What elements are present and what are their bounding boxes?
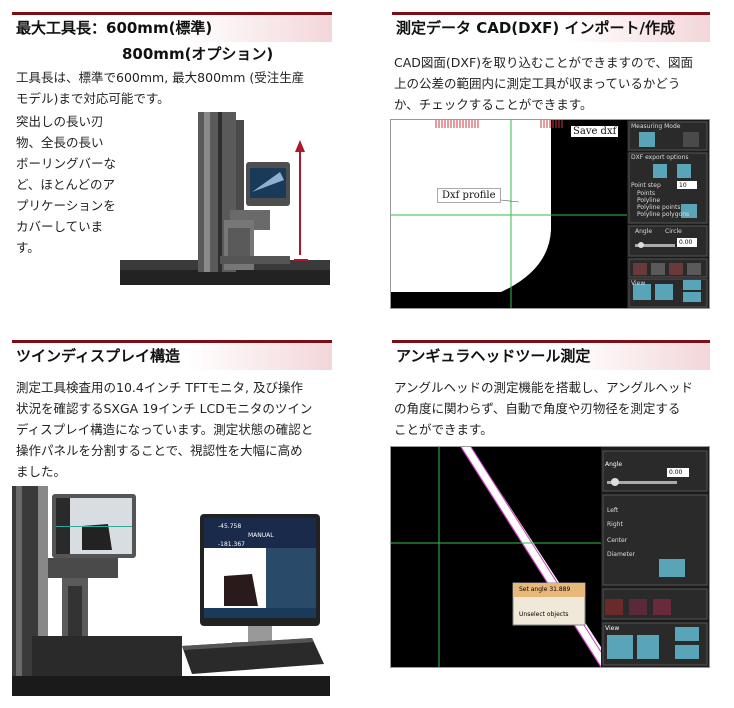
menu-left[interactable]: Left bbox=[607, 507, 619, 514]
angle-label: Angle bbox=[605, 461, 623, 468]
body-line: CAD図面(DXF)を取り込むことができますので、図面 bbox=[394, 55, 694, 70]
body-line: ど、ほとんどのア bbox=[16, 177, 116, 192]
section-body-narrow: 突出しの長い刃 物、全長の長い ボーリングバーな ど、ほとんどのア プリケーショ… bbox=[16, 111, 126, 258]
body-line: か、チェックすることができます。 bbox=[394, 97, 593, 112]
section-title: アンギュラヘッドツール測定 bbox=[396, 347, 591, 365]
body-line: 操作パネルを分割することで、視認性を大幅に高め bbox=[16, 443, 303, 458]
section-title: 最大工具長：600mm(標準) bbox=[16, 19, 213, 37]
circle-tab[interactable]: Circle bbox=[665, 228, 682, 235]
body-line: アングルヘッドの測定機能を搭載し、アングルヘッド bbox=[394, 380, 694, 395]
angle-tab[interactable]: Angle bbox=[635, 228, 653, 235]
body-line: ました。 bbox=[16, 464, 67, 479]
save-dxf-label: Save dxf bbox=[571, 126, 619, 137]
dxf-screenshot: Save dxf Dxf profile Measuring Mode DXF … bbox=[390, 119, 710, 309]
section-header: ツインディスプレイ構造 bbox=[12, 340, 332, 370]
z-value: -181.367 bbox=[218, 541, 245, 548]
set-angle-item[interactable]: Set angle 31.889 bbox=[519, 586, 571, 593]
menu-right[interactable]: Right bbox=[607, 521, 623, 528]
twin-display-photo: -45.758 MANUAL -181.367 bbox=[12, 486, 330, 696]
body-line: の角度に関わらず、自動で角度や刃物径を測定する bbox=[394, 401, 681, 416]
section-body: CAD図面(DXF)を取り込むことができますので、図面 上の公差の範囲内に測定工… bbox=[394, 52, 714, 115]
body-line: ディスプレイ構造になっています。測定状態の確認と bbox=[16, 422, 314, 437]
body-line: ボーリングバーな bbox=[16, 156, 117, 171]
section-body: 工具長は、標準で600mm, 最大800mm (受注生産 モデル)まで対応可能で… bbox=[16, 67, 336, 109]
body-line: ことができます。 bbox=[394, 422, 493, 437]
menu-center[interactable]: Center bbox=[607, 537, 628, 544]
section-header: 測定データ CAD(DXF) インポート/作成 bbox=[392, 12, 710, 42]
section-subtitle: 800mm(オプション) bbox=[122, 45, 274, 63]
section-header: 最大工具長：600mm(標準) bbox=[12, 12, 332, 42]
dxf-profile-label: Dxf profile bbox=[437, 188, 501, 203]
point-step-label: Point step bbox=[631, 182, 661, 189]
body-line: 測定工具検査用の10.4インチ TFTモニタ, 及び操作 bbox=[16, 380, 303, 395]
dxf-export-label: DXF export options bbox=[631, 154, 689, 161]
body-line: す。 bbox=[16, 240, 40, 255]
x-value: -45.758 bbox=[218, 523, 242, 530]
body-line: 突出しの長い刃 bbox=[16, 114, 104, 129]
unselect-item[interactable]: Unselect objects bbox=[519, 611, 569, 618]
section-body: 測定工具検査用の10.4インチ TFTモニタ, 及び操作 状況を確認するSXGA… bbox=[16, 377, 341, 482]
machine-photo bbox=[120, 110, 330, 285]
mode-text: MANUAL bbox=[248, 532, 274, 539]
measuring-mode-label: Measuring Mode bbox=[631, 123, 681, 130]
body-line: 工具長は、標準で600mm, 最大800mm (受注生産 bbox=[16, 70, 305, 85]
angle-head-screenshot: Angle 0.00 Left Right Center Diameter Se… bbox=[390, 446, 710, 668]
option-polyline-polygons[interactable]: Polyline polygons bbox=[637, 211, 690, 218]
menu-diameter[interactable]: Diameter bbox=[607, 551, 636, 558]
option-points[interactable]: Points bbox=[637, 190, 656, 197]
option-polyline[interactable]: Polyline bbox=[637, 197, 661, 204]
angle-value[interactable]: 0.00 bbox=[669, 469, 683, 476]
body-line: 状況を確認するSXGA 19インチ LCDモニタのツイン bbox=[16, 401, 313, 416]
body-line: プリケーションを bbox=[16, 198, 116, 213]
section-title: ツインディスプレイ構造 bbox=[16, 347, 180, 365]
angle-value[interactable]: 0.00 bbox=[679, 239, 693, 246]
view-label: View bbox=[605, 625, 620, 632]
section-header: アンギュラヘッドツール測定 bbox=[392, 340, 710, 370]
body-line: 上の公差の範囲内に測定工具が収まっているかどう bbox=[394, 76, 681, 91]
point-step-value[interactable]: 10 bbox=[679, 182, 687, 189]
body-line: モデル)まで対応可能です。 bbox=[16, 91, 170, 106]
view-label: View bbox=[631, 280, 646, 287]
body-line: 物、全長の長い bbox=[16, 135, 104, 150]
body-line: カバーしていま bbox=[16, 219, 104, 234]
section-title: 測定データ CAD(DXF) インポート/作成 bbox=[396, 19, 675, 37]
option-polyline-points[interactable]: Polyline points bbox=[637, 204, 681, 211]
section-body: アングルヘッドの測定機能を搭載し、アングルヘッド の角度に関わらず、自動で角度や… bbox=[394, 377, 714, 440]
